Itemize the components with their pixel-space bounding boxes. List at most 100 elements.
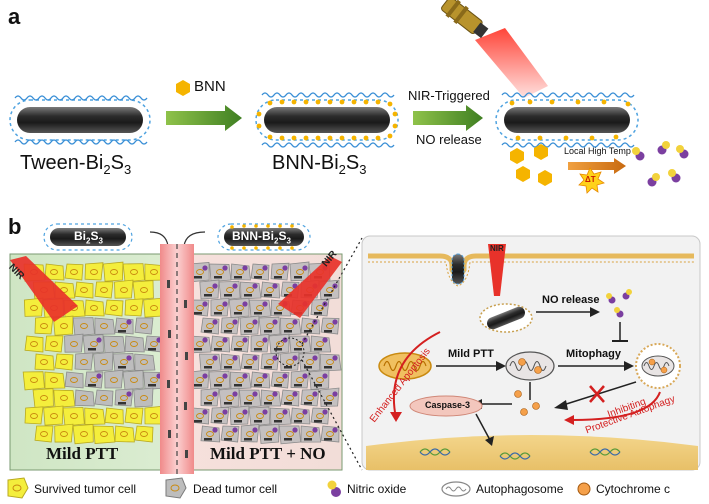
nanorod-dot [234,276,242,279]
tumor-cell [104,369,124,389]
nanorod-dot [118,330,126,333]
nitric-oxide-dot [242,373,248,379]
nanorod-dot [194,312,202,315]
nitric-oxide-dot [332,319,338,325]
cell-nucleus [206,323,214,329]
tumor-cell [93,351,114,372]
tumor-cell [124,298,144,317]
nanorod-dot [254,276,262,279]
nitric-oxide-dot [202,409,208,415]
nitric-oxide-dot [292,319,298,325]
nitric-oxide-dot [232,355,238,361]
cell-nucleus [266,431,274,437]
tumor-cell [104,299,124,317]
tumor-cell [24,335,44,353]
cell-nucleus [236,305,244,311]
nitric-oxide-dot [272,391,278,397]
delta-t-label: ΔT [585,175,596,184]
cell-nucleus [60,359,68,365]
bnn-bi2s3-label: BNN-Bi2S3 [272,152,367,177]
nanorod-dot [118,402,126,405]
tumor-cell [269,407,292,426]
cytochrome-icon [577,482,591,496]
legend-survived: Survived tumor cell [34,482,137,496]
cell-nucleus [206,359,214,365]
nitric-oxide-dot [322,373,328,379]
cell-nucleus [120,395,128,401]
tumor-cell [84,262,104,281]
cell-nucleus [80,359,88,365]
cell-nucleus [40,395,48,401]
nanorod-dot [274,276,282,279]
arrow-bnn-loading [166,80,242,131]
nitric-oxide-dot [302,373,308,379]
chip-bnn-bi2s3 [217,223,311,251]
nanorod-dot [204,366,212,369]
tumor-cell [62,407,85,427]
nitric-oxide-dot [262,265,268,271]
cell-nucleus [50,341,58,347]
nitric-oxide-dot [312,355,318,361]
caspase-pill [409,395,483,417]
cell-nucleus [216,269,224,275]
cell-nucleus [50,269,58,275]
nanorod-dot [314,312,322,315]
local-temp-label: Local High Temp [564,146,631,156]
nitric-oxide-dot [292,355,298,361]
nitric-oxide-dot [252,283,258,289]
cell-nucleus [110,305,118,311]
cell-nucleus [120,359,128,365]
cell-nucleus [286,323,294,329]
nitric-oxide-dot [232,283,238,289]
tumor-cell [238,389,262,409]
cell-nucleus [196,305,204,311]
cell-nucleus [90,377,98,383]
nanorod-dot [284,402,292,405]
nir-beam-right [278,256,342,318]
cell-nucleus [50,377,58,383]
tumor-cell [93,425,116,444]
tumor-cell [44,335,64,353]
cell-nucleus [150,341,158,347]
mitochondrion-damaged [505,351,555,381]
cell-nucleus [226,431,234,437]
nanorod-dot [224,438,232,441]
cell-nucleus [246,323,254,329]
cell-nucleus [40,359,48,365]
cell-nucleus [326,287,334,293]
cell-nucleus [140,395,148,401]
cell-nucleus [100,287,108,293]
tumor-cell [319,353,342,372]
cell-nucleus [276,377,284,383]
cell-nucleus [196,269,204,275]
nitric-oxide-dot [262,301,268,307]
nanorod-dot [294,384,302,387]
panel-b-label: b [8,214,22,239]
nitric-oxide-dot [332,355,338,361]
cell-nucleus [276,341,284,347]
tumor-cell [94,317,116,335]
cell-nucleus [120,431,128,437]
nitric-oxide-dot [282,265,288,271]
cell-nucleus [226,287,234,293]
local-temp-arrow [568,158,626,174]
cell-nucleus [100,323,108,329]
tumor-cell [44,263,65,281]
tumor-cell [133,387,154,408]
nitric-oxide-dot [202,373,208,379]
cell-nucleus [236,413,244,419]
no-release-label: NO release [416,132,482,147]
nitric-oxide-dot [212,427,218,433]
nanorod-dot [234,384,242,387]
cell-nucleus [256,377,264,383]
nanorod-dot [224,366,232,369]
nitric-oxide-dot [212,283,218,289]
tumor-cell [199,353,222,373]
nitric-oxide-dot [232,427,238,433]
nanorod-dot [194,348,202,351]
nanorod-dot [284,330,292,333]
no-particles-cell [606,289,632,318]
mild-ptt-label: Mild PTT [46,444,119,463]
tumor-cell [54,423,74,443]
cell-nucleus [326,431,334,437]
